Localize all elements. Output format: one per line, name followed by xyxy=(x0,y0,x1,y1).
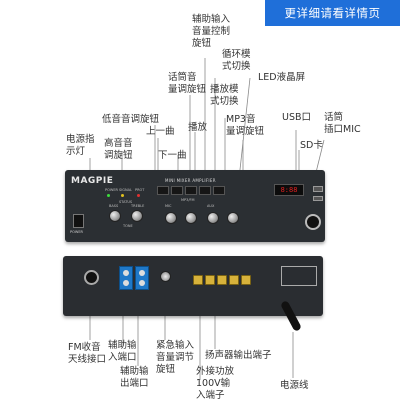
front-panel: MAGPIE MINI MIXER AMPLIFIER POWER SIGNAL… xyxy=(65,170,325,242)
callout-prev: 上一曲 xyxy=(146,126,175,137)
callout-aux-in: 辅助输入端口 xyxy=(108,340,137,363)
usb-port[interactable] xyxy=(313,186,323,192)
tone-label: TONE xyxy=(123,224,133,228)
bass-label: BASS xyxy=(109,204,119,208)
mic-input-jack[interactable] xyxy=(305,214,321,230)
prev-button[interactable] xyxy=(157,186,169,195)
mp3-volume-knob[interactable] xyxy=(207,212,219,224)
warning-label xyxy=(281,266,317,286)
callout-play: 播放 xyxy=(188,122,208,133)
next-button[interactable] xyxy=(185,186,197,195)
mic-knob-label: MIC xyxy=(165,204,172,208)
prot-led-icon xyxy=(137,194,140,197)
aux-out-rca[interactable] xyxy=(135,266,149,290)
status-label: STATUS xyxy=(119,200,133,204)
callout-next: 下一曲 xyxy=(158,150,187,161)
speaker-terminal-4[interactable] xyxy=(229,275,239,285)
callout-mic-volume: 话筒音量调旋钮 xyxy=(168,72,207,95)
treble-label: TREBLE xyxy=(131,204,145,208)
sd-card-slot[interactable] xyxy=(313,196,323,201)
speaker-terminal-2[interactable] xyxy=(205,275,215,285)
model-label: MINI MIXER AMPLIFIER xyxy=(165,178,216,183)
master-volume-knob[interactable] xyxy=(227,212,239,224)
details-banner[interactable]: 更详细请看详情页 xyxy=(265,0,400,26)
power-led-label: POWER xyxy=(105,188,118,192)
callout-emergency-volume: 紧急输入音量调节旋钮 xyxy=(156,340,195,375)
callout-aux-volume: 辅助输入音量控制旋钮 xyxy=(192,14,231,49)
mp3-fm-label: MP3/FM xyxy=(181,198,195,202)
loop-mode-button[interactable] xyxy=(213,186,225,195)
callout-mp3-volume: MP3音量调旋钮 xyxy=(226,114,265,137)
back-panel xyxy=(63,256,323,316)
power-switch-label: POWER xyxy=(70,230,83,234)
callout-power-led: 电源指示灯 xyxy=(66,134,95,157)
callout-aux-out: 辅助输出端口 xyxy=(120,366,149,389)
callout-power-cord: 电源线 xyxy=(280,380,309,391)
mic-volume-knob[interactable] xyxy=(165,212,177,224)
power-led-icon xyxy=(107,194,110,197)
aux-volume-knob[interactable] xyxy=(185,212,197,224)
signal-led-icon xyxy=(121,194,124,197)
callout-treble: 高音音调旋钮 xyxy=(104,138,133,161)
brand-logo: MAGPIE xyxy=(71,176,114,186)
emergency-volume-knob[interactable] xyxy=(160,271,171,282)
callout-play-mode: 播放模式切换 xyxy=(210,84,239,107)
speaker-terminal-1[interactable] xyxy=(193,275,203,285)
play-button[interactable] xyxy=(171,186,183,195)
play-mode-button[interactable] xyxy=(199,186,211,195)
callout-speaker-out: 扬声器输出端子 xyxy=(205,350,272,361)
prot-led-label: PROT xyxy=(135,188,145,192)
callout-led: LED液晶屏 xyxy=(258,72,306,83)
callout-loop: 循环模式切换 xyxy=(222,49,251,72)
speaker-terminal-3[interactable] xyxy=(217,275,227,285)
power-switch[interactable] xyxy=(73,214,84,228)
callout-bass: 低音音调旋钮 xyxy=(102,114,160,125)
callout-mic-in: 话筒插口MIC xyxy=(324,112,361,135)
treble-knob[interactable] xyxy=(131,210,143,222)
bass-knob[interactable] xyxy=(109,210,121,222)
signal-led-label: SIGNAL xyxy=(119,188,132,192)
callout-usb: USB口 xyxy=(282,112,312,123)
callout-sd: SD卡 xyxy=(300,140,323,151)
led-display: 8:88 xyxy=(274,184,304,196)
callout-fm-antenna: FM收音天线接口 xyxy=(68,342,107,365)
fm-antenna-jack[interactable] xyxy=(84,270,99,285)
speaker-terminal-5[interactable] xyxy=(241,275,251,285)
aux-knob-label: AUX xyxy=(207,204,215,208)
aux-in-rca[interactable] xyxy=(119,266,133,290)
